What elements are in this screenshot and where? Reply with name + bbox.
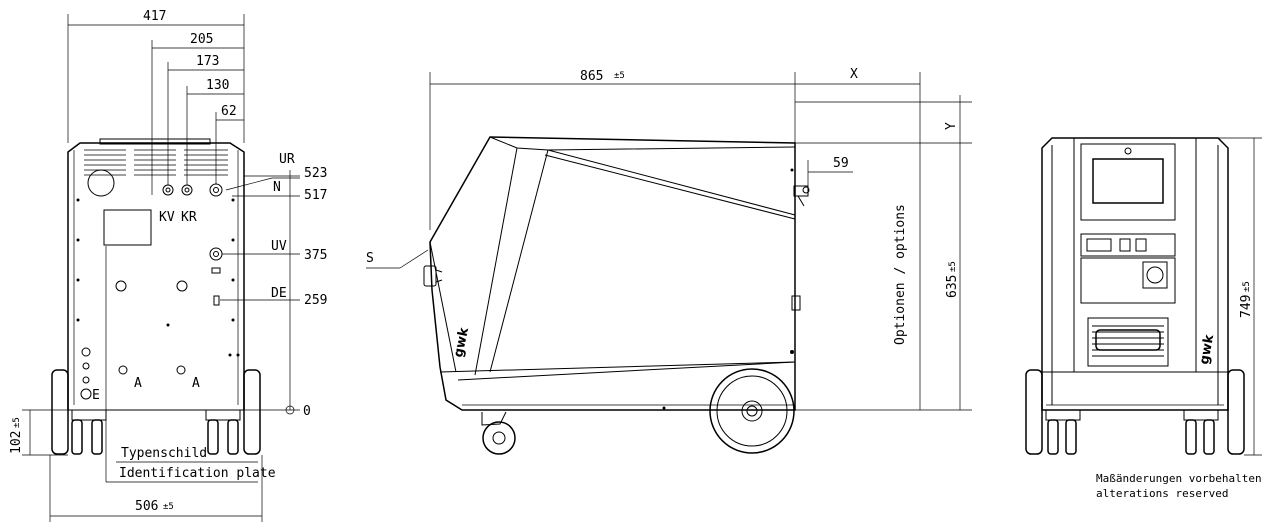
- front-view: 417 205 173 130 62 UR 523 N 517 UV 375 D…: [9, 9, 327, 522]
- rear-view: gwk 749 ±5: [1025, 137, 1262, 456]
- front-body-outline: [67, 138, 245, 411]
- dim-X: X: [850, 67, 858, 82]
- dim-749: 749: [1239, 295, 1254, 318]
- label-N: N: [273, 180, 281, 195]
- dim-0: 0: [303, 404, 311, 419]
- label-S: S: [366, 251, 374, 266]
- dim-259: 259: [304, 293, 327, 308]
- rear-connector-strip: [1080, 233, 1176, 304]
- dim-375: 375: [304, 248, 327, 263]
- plate-leader: [105, 246, 258, 483]
- rear-brand: gwk: [1197, 333, 1217, 365]
- plate-label-en: Identification plate: [119, 466, 276, 481]
- foot-height-dimension: [22, 409, 68, 456]
- rear-display: [1080, 143, 1176, 221]
- side-view: gwk 865 ±5 X Y 59 S Optionen / options: [366, 67, 972, 455]
- options-label: Optionen / options: [893, 204, 908, 345]
- dim-749-tol: ±5: [1242, 281, 1252, 292]
- dim-205: 205: [190, 32, 213, 47]
- side-wheels: [481, 368, 795, 455]
- note-de: Maßänderungen vorbehalten: [1096, 472, 1262, 485]
- label-A1: A: [134, 376, 142, 391]
- dim-62: 62: [221, 104, 237, 119]
- rear-grille: [1087, 317, 1169, 367]
- rear-wheels: [1025, 369, 1245, 455]
- side-body-outline: [429, 136, 796, 411]
- dim-130: 130: [206, 78, 229, 93]
- dim-59: 59: [833, 156, 849, 171]
- dim-865: 865: [580, 69, 603, 84]
- label-KR: KR: [181, 210, 197, 225]
- side-dimensions: [366, 72, 972, 411]
- label-DE: DE: [271, 286, 287, 301]
- rear-body-outline: [1041, 137, 1229, 411]
- dim-102: 102: [9, 431, 24, 454]
- note-en: alterations reserved: [1096, 487, 1228, 500]
- label-UR: UR: [279, 152, 295, 167]
- dim-506-tol: ±5: [163, 502, 174, 512]
- dim-173: 173: [196, 54, 219, 69]
- side-handle: [423, 265, 443, 287]
- dim-865-tol: ±5: [614, 71, 625, 81]
- front-height-dimensions: [220, 170, 300, 415]
- dim-635: 635: [945, 275, 960, 298]
- front-connectors: [76, 183, 240, 400]
- dim-506: 506: [135, 499, 158, 514]
- fan-circle: [87, 169, 115, 197]
- dim-Y: Y: [944, 122, 959, 130]
- dim-417: 417: [143, 9, 166, 24]
- dim-102-tol: ±5: [12, 417, 22, 428]
- identification-plate: [103, 209, 152, 246]
- plate-label-de: Typenschild: [121, 446, 207, 461]
- label-KV: KV: [159, 210, 175, 225]
- front-top-dimensions: [67, 14, 245, 195]
- rear-height-dimension: [1218, 137, 1262, 456]
- dim-635-tol: ±5: [948, 261, 958, 272]
- base-width-dimension: [49, 455, 263, 522]
- dim-517: 517: [304, 188, 327, 203]
- front-vent-grille: [84, 149, 228, 176]
- label-UV: UV: [271, 239, 287, 254]
- dim-523: 523: [304, 166, 327, 181]
- label-E: E: [92, 388, 100, 403]
- side-connector: [791, 185, 810, 311]
- front-wheels: [51, 369, 261, 455]
- side-brand: gwk: [451, 326, 472, 359]
- label-A2: A: [192, 376, 200, 391]
